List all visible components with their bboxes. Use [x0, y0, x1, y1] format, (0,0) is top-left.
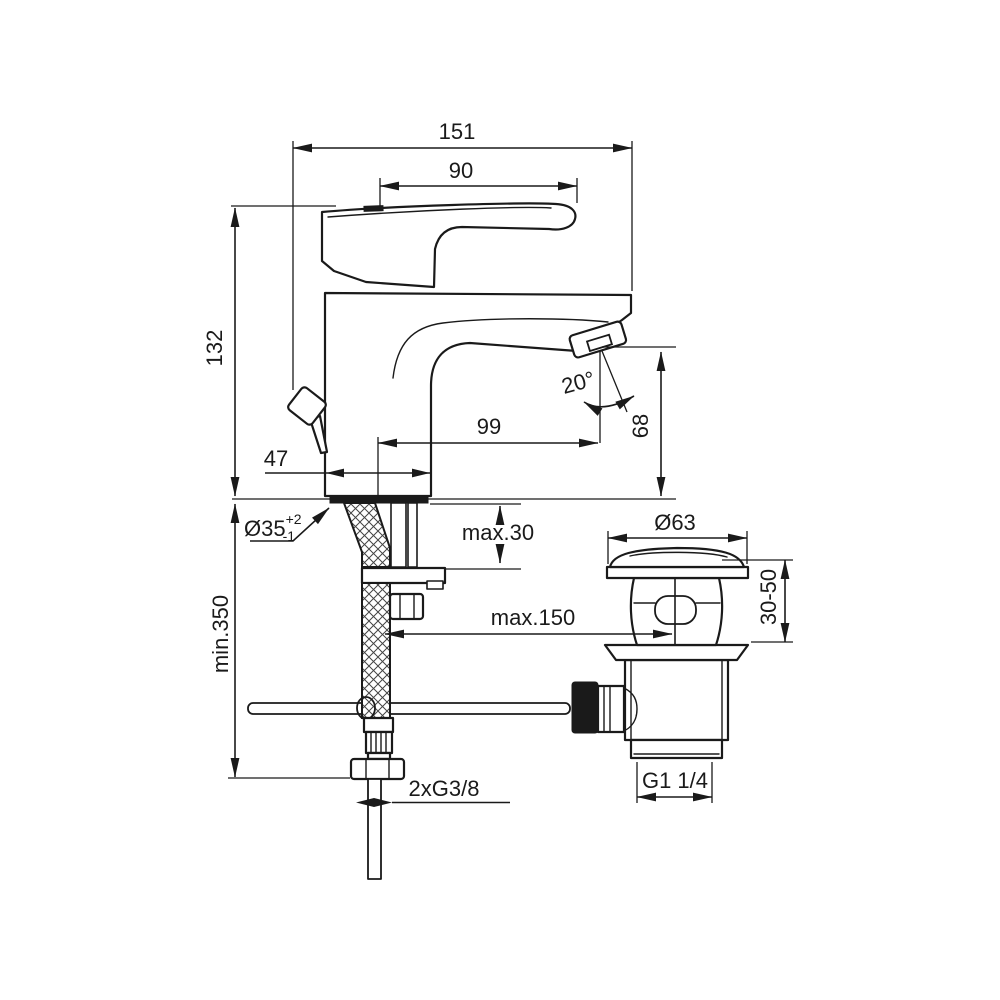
base-gasket	[329, 495, 429, 504]
mounting-stud	[390, 502, 407, 568]
supply-hex-nut	[349, 757, 406, 781]
hose-collar-upper	[362, 716, 395, 734]
aerator-housing	[568, 320, 628, 359]
faucet-body	[287, 202, 633, 504]
waste-clamp-flange	[603, 643, 750, 662]
flex-hose-upper	[342, 502, 391, 568]
mounting-stud-2	[407, 502, 418, 568]
mounting-flange-step	[426, 580, 444, 590]
dim-spout-reach-label: 99	[477, 414, 501, 439]
dim-spout-angle-label: 20°	[559, 366, 598, 399]
flex-hose-lower	[361, 582, 391, 719]
pull-rod-knob	[287, 386, 327, 426]
dim-supply-thread-label: 2xG3/8	[409, 776, 480, 801]
dim-waste-thread-label: G1 1/4	[642, 768, 708, 793]
spout-inner-curve	[392, 318, 609, 379]
dim-supply-length-label: min.350	[208, 595, 233, 673]
dim-mount-hole-label: Ø35+2-1	[244, 511, 302, 544]
dim-rod-reach-label: max.150	[491, 605, 575, 630]
dim-deck-thickness-label: max.30	[462, 520, 534, 545]
stud-nut	[388, 592, 425, 621]
rod-coupling-seal	[571, 681, 599, 734]
dim-spout-height-label: 68	[628, 414, 653, 438]
lever-top-edge-line	[327, 206, 552, 218]
rod-coupling-body	[596, 684, 638, 734]
waste-lower-body	[623, 658, 730, 742]
waste-threaded-tail	[629, 738, 724, 760]
angle-arc-20	[583, 395, 635, 416]
dim-lever-length-label: 90	[449, 158, 473, 183]
faucet-lever-handle	[320, 202, 577, 289]
lever-index-mark	[363, 205, 384, 212]
pop-up-waste	[571, 546, 750, 760]
dim-overall-width-label: 151	[439, 119, 476, 144]
waste-top-flange	[605, 565, 750, 580]
dim-waste-cap-label: Ø63	[654, 510, 696, 535]
supply-pipe	[367, 778, 382, 880]
pop-up-rod	[247, 702, 571, 715]
dimension-annotations	[228, 141, 793, 807]
dim-body-height-label: 132	[202, 330, 227, 367]
supply-hose-assembly	[247, 502, 571, 880]
dim-clamp-range-label: 30-50	[756, 569, 781, 625]
leader-line-o35	[250, 507, 330, 542]
dim-base-depth-label: 47	[264, 446, 288, 471]
hose-compression-fitting	[364, 730, 394, 755]
aerator-outlet	[585, 333, 614, 353]
faucet-spout-body	[323, 291, 633, 498]
mounting-flange	[360, 566, 447, 585]
waste-dome-cap	[608, 546, 746, 569]
